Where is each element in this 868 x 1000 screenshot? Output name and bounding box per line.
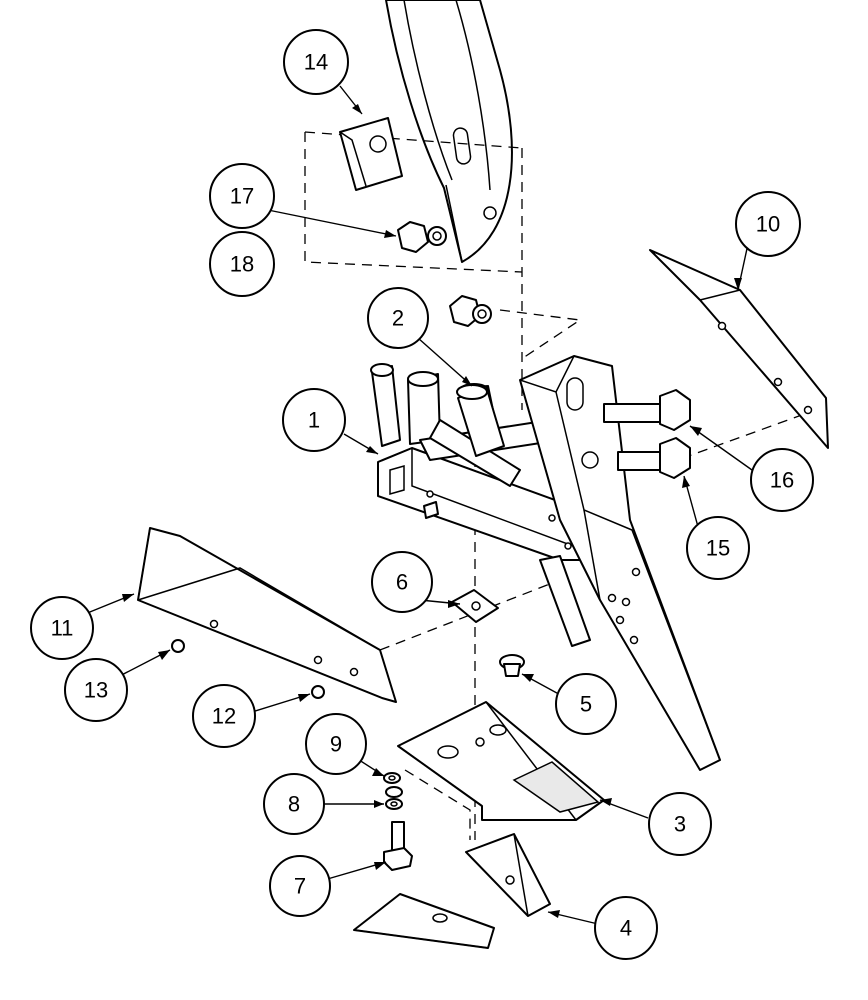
callout-1: 1 <box>282 388 346 452</box>
svg-text:5: 5 <box>580 692 592 717</box>
svg-text:15: 15 <box>706 536 730 561</box>
callout-14: 14 <box>283 29 349 95</box>
callout-13: 13 <box>64 658 128 722</box>
nut-and-washer-parts-17-18 <box>397 221 447 253</box>
svg-text:3: 3 <box>674 812 686 837</box>
svg-text:10: 10 <box>756 212 780 237</box>
clip-part-6 <box>451 589 499 623</box>
callout-11: 11 <box>30 596 94 660</box>
callout-5: 5 <box>555 673 617 735</box>
callout-8: 8 <box>263 773 325 835</box>
upper-nut-and-washer <box>449 295 492 327</box>
washer-part-9 <box>383 772 401 784</box>
svg-text:17: 17 <box>230 184 254 209</box>
tube-part-2 <box>456 384 505 457</box>
callout-7: 7 <box>269 855 331 917</box>
callout-12: 12 <box>192 684 256 748</box>
callout-6: 6 <box>371 551 433 613</box>
svg-text:8: 8 <box>288 792 300 817</box>
rivet-part-5 <box>499 654 525 677</box>
callout-3: 3 <box>648 792 712 856</box>
callout-15: 15 <box>686 516 750 580</box>
callout-17: 17 <box>209 163 275 229</box>
svg-text:11: 11 <box>51 616 74 641</box>
svg-text:13: 13 <box>84 678 108 703</box>
loose-wedge <box>353 893 495 949</box>
callout-9: 9 <box>305 713 367 775</box>
curved-shank-frame <box>385 0 513 263</box>
washer-part-8 <box>385 786 403 810</box>
clamp-plate-part-14 <box>339 117 403 191</box>
callout-18: 18 <box>209 231 275 297</box>
point-part-3 <box>397 701 605 821</box>
screw-part-12 <box>311 685 325 699</box>
bolt-part-15 <box>617 437 691 479</box>
svg-text:1: 1 <box>308 408 320 433</box>
callout-10: 10 <box>735 191 801 257</box>
svg-text:14: 14 <box>304 50 328 75</box>
svg-text:6: 6 <box>396 570 408 595</box>
screw-part-13 <box>171 639 185 653</box>
svg-text:16: 16 <box>770 468 794 493</box>
right-wing-part-10 <box>649 249 829 449</box>
svg-text:7: 7 <box>294 874 306 899</box>
callout-2: 2 <box>367 287 429 349</box>
svg-text:4: 4 <box>620 916 632 941</box>
svg-text:9: 9 <box>330 732 342 757</box>
callout-4: 4 <box>594 896 658 960</box>
bolt-part-16 <box>603 389 691 431</box>
svg-text:12: 12 <box>212 704 236 729</box>
wedge-part-4 <box>465 833 551 917</box>
callout-16: 16 <box>750 448 814 512</box>
svg-text:18: 18 <box>230 252 254 277</box>
left-wing-part-11 <box>137 527 397 703</box>
svg-text:2: 2 <box>392 306 404 331</box>
bolt-part-7 <box>383 821 413 871</box>
